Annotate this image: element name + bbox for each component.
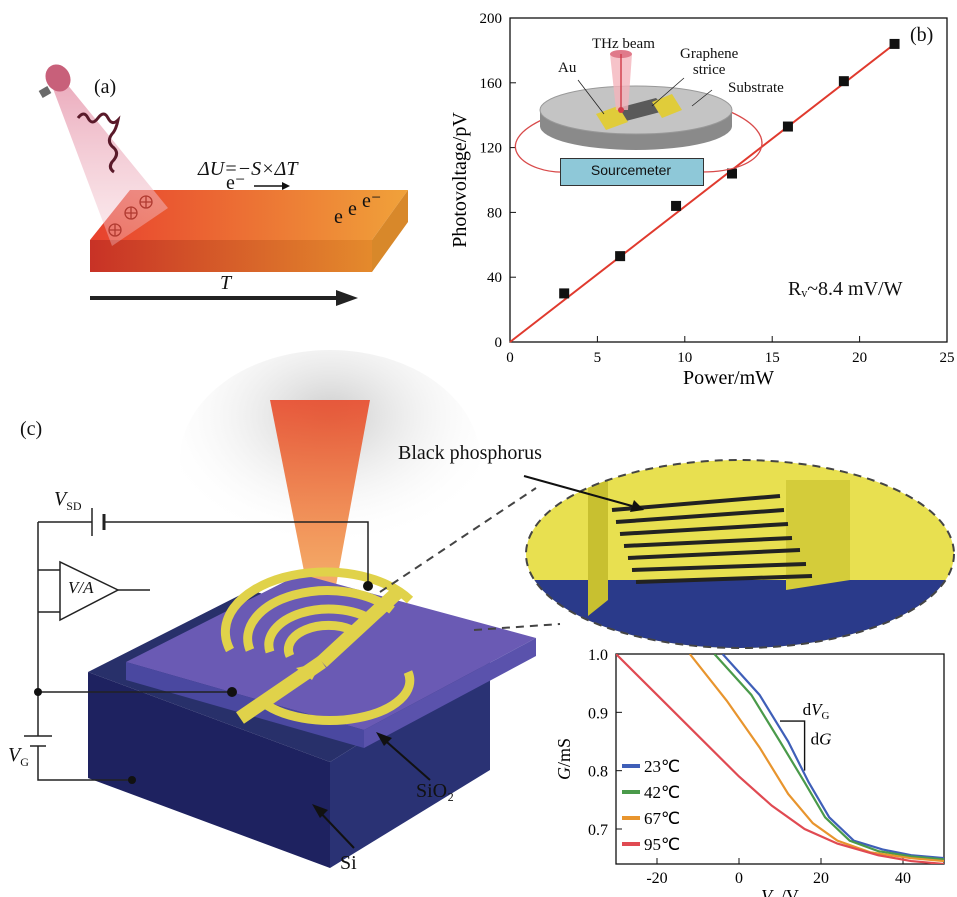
seebeck-equation: ΔU=−S×ΔT bbox=[198, 158, 298, 180]
series-group bbox=[616, 654, 944, 864]
black-phosphorus-label: Black phosphorus bbox=[398, 442, 542, 464]
conductance-chart: -20020400.70.80.91.0dVGdG23℃42℃67℃95℃VG/… bbox=[554, 647, 945, 897]
sio2-layer-side bbox=[364, 638, 536, 748]
x-tick-label: 10 bbox=[677, 350, 692, 366]
circuit-wire bbox=[514, 109, 763, 173]
sio2-arrow bbox=[379, 735, 431, 781]
data-point bbox=[726, 168, 737, 179]
thermoelectric-bar-side bbox=[372, 190, 408, 272]
series-line bbox=[721, 654, 944, 860]
amplifier-icon bbox=[59, 560, 120, 622]
au-pad-right bbox=[652, 94, 682, 118]
thermoelectric-bar-front bbox=[90, 240, 372, 272]
legend-label: 42℃ bbox=[644, 783, 680, 802]
x-tick-label: 0 bbox=[735, 870, 743, 887]
panel-a-label: (a) bbox=[94, 76, 117, 98]
conductance-chart-container: -20020400.70.80.91.0dVGdG23℃42℃67℃95℃VG/… bbox=[520, 640, 957, 897]
panel-c-label: (c) bbox=[20, 418, 43, 440]
dvg-annotation: dVG bbox=[803, 700, 830, 722]
y-axis-label: Photovoltage/pV bbox=[449, 112, 471, 248]
black-phosphorus-arrow bbox=[523, 475, 633, 507]
fit-line bbox=[509, 43, 896, 343]
derivative-triangle bbox=[780, 720, 806, 771]
responsivity-annotation: Rᵥ~8.4 mV/W bbox=[788, 278, 903, 300]
panel-a-diagram bbox=[38, 64, 408, 306]
series-line bbox=[713, 654, 944, 861]
x-tick-label: 0 bbox=[506, 350, 514, 366]
light-beam bbox=[52, 78, 168, 246]
y-tick-label: 1.0 bbox=[588, 647, 608, 664]
x-tick-label: 40 bbox=[895, 870, 911, 887]
si-label: Si bbox=[340, 852, 357, 874]
x-tick-label: 15 bbox=[765, 350, 780, 366]
sourcemeter-box bbox=[560, 158, 704, 186]
black-phosphorus-zoom bbox=[526, 460, 954, 648]
y-tick-label: 0.9 bbox=[588, 705, 608, 722]
y-tick-label: 160 bbox=[480, 76, 503, 92]
laser-beam bbox=[270, 400, 370, 662]
thz-beam-label: THz beam bbox=[592, 36, 655, 52]
substrate-label: Substrate bbox=[728, 80, 784, 96]
x-tick-label: 20 bbox=[852, 350, 867, 366]
photon-wave-icon bbox=[76, 112, 121, 174]
legend-label: 95℃ bbox=[644, 835, 680, 854]
y-tick-label: 0.8 bbox=[588, 764, 608, 781]
data-point bbox=[838, 76, 849, 87]
y-tick-label: 0.7 bbox=[588, 822, 608, 839]
x-tick-label: -20 bbox=[646, 870, 667, 887]
vg-label: VG bbox=[8, 744, 29, 769]
data-point bbox=[671, 200, 682, 211]
data-point bbox=[615, 251, 626, 262]
amplifier-label: V/A bbox=[68, 578, 94, 597]
y-axis-label: G/mS bbox=[554, 738, 574, 780]
lamp-icon bbox=[38, 64, 71, 98]
dg-annotation: dG bbox=[811, 729, 832, 748]
x-axis-label: Power/mW bbox=[683, 367, 774, 389]
hole-icons bbox=[108, 195, 153, 237]
au-label: Au bbox=[558, 60, 577, 76]
plot-frame bbox=[509, 17, 948, 343]
electron-3: e⁻ bbox=[362, 190, 382, 212]
x-tick-label: 5 bbox=[594, 350, 602, 366]
series-line bbox=[616, 654, 944, 864]
y-tick-label: 120 bbox=[480, 141, 503, 157]
electron-label: e⁻ bbox=[226, 172, 246, 194]
x-tick-label: 25 bbox=[940, 350, 955, 366]
sourcemeter-label: Sourcemeter bbox=[590, 162, 672, 178]
vsd-label: VSD bbox=[54, 488, 82, 513]
sio2-label: SiO₂ bbox=[416, 780, 455, 802]
electron-2: e bbox=[348, 198, 357, 220]
electron-1: e bbox=[334, 206, 343, 228]
antenna-pattern bbox=[220, 567, 415, 725]
legend-label: 23℃ bbox=[644, 757, 680, 776]
y-tick-label: 40 bbox=[487, 270, 502, 286]
si-substrate-front bbox=[88, 672, 330, 868]
device-inset: THz beam Au Graphene strice Substrate So… bbox=[506, 14, 806, 186]
data-point bbox=[889, 38, 900, 49]
x-tick-label: 20 bbox=[813, 870, 829, 887]
panel-b-label: (b) bbox=[910, 24, 934, 46]
series-line bbox=[688, 654, 944, 863]
y-tick-label: 0 bbox=[495, 335, 503, 351]
sio2-layer-front bbox=[126, 662, 364, 748]
panel-c-diagram bbox=[24, 350, 955, 868]
thermoelectric-bar-top bbox=[90, 190, 408, 240]
temperature-axis-label: T bbox=[220, 272, 232, 294]
inset-frame bbox=[615, 653, 945, 865]
data-point bbox=[559, 288, 570, 299]
legend-label: 67℃ bbox=[644, 809, 680, 828]
y-tick-label: 200 bbox=[480, 11, 503, 27]
data-point bbox=[782, 121, 793, 132]
panel-a: (a) ΔU=−S×ΔT e⁻ e e e⁻ T bbox=[0, 0, 440, 360]
panel-c: (c) VSD V/A VG Black phosphorus SiO₂ Si bbox=[0, 350, 957, 892]
y-tick-label: 80 bbox=[487, 205, 502, 221]
graphene-label: Graphene strice bbox=[680, 46, 739, 78]
si-substrate-side bbox=[330, 662, 490, 868]
